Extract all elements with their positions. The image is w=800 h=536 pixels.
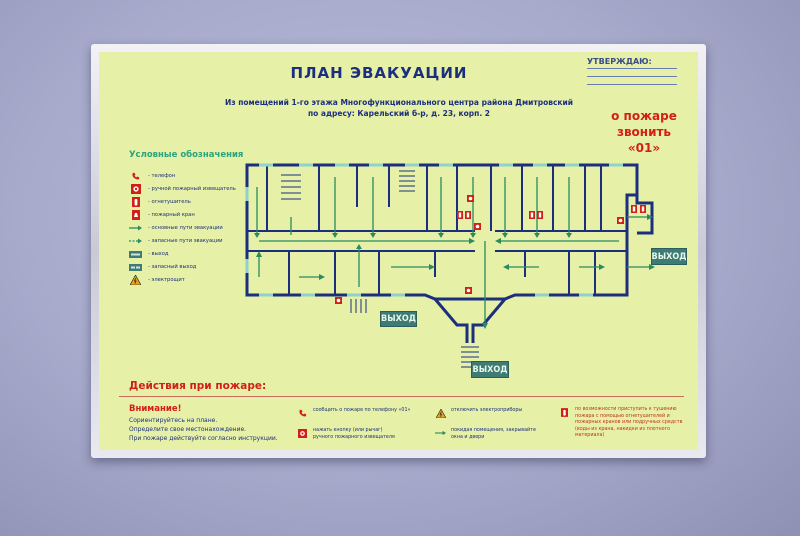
actions-title: Действия при пожаре: (129, 380, 267, 392)
extinguisher-icon (559, 407, 570, 417)
legend-label: - телефон (148, 173, 176, 179)
fire-alarm-icon (129, 184, 142, 194)
fire-alarm-icon (297, 428, 308, 438)
legend-item-extinguisher: - огнетушитель (129, 196, 191, 208)
action-item-close-doors: покидая помещения, закрывайте окна и две… (435, 428, 545, 441)
map-exit-badge-left: ВЫХОД (380, 311, 417, 327)
legend-title: Условные обозначения (129, 150, 244, 160)
legend-label: - запасный выход (148, 264, 197, 270)
legend-item-exit: - выход (129, 248, 169, 260)
subtitle-line-1: Из помещений 1-го этажа Многофункциональ… (224, 98, 574, 107)
legend-label: - запасные пути эвакуации (148, 238, 223, 244)
action-text: покидая помещения, закрывайте окна и две… (451, 428, 536, 440)
attention-line-3: При пожаре действуйте согласно инструкци… (129, 435, 278, 442)
map-extinguisher-icon-1 (457, 211, 463, 219)
staircase-center (399, 170, 415, 192)
legend-item-phone: - телефон (129, 170, 175, 182)
map-fire-alarm-icon-2 (467, 195, 474, 202)
attention-line-2: Определите свое местонахождение. (129, 426, 247, 433)
subtitle-line-2: по адресу: Карельский б-р, д. 23, корп. … (307, 109, 491, 118)
plan-title: ПЛАН ЭВАКУАЦИИ (290, 64, 468, 82)
legend-item-spare-route: - запасные пути эвакуации (129, 235, 222, 247)
staircase-bottom-left (350, 299, 367, 313)
legend-item-spare-exit: - запасный выход (129, 261, 196, 273)
phone-icon (129, 171, 142, 181)
map-exit-badge-right: ВЫХОД (651, 248, 687, 265)
main-route-arrow-icon (435, 428, 446, 438)
action-item-alarm: нажать кнопку (или рычаг) ручного пожарн… (297, 428, 397, 441)
map-extinguisher-icon-4 (537, 211, 543, 219)
plan-subtitle: Из помещений 1-го этажа Многофункциональ… (209, 97, 589, 119)
legend-label: - ручной пожарный извещатель (148, 186, 236, 192)
attention-line-1: Сориентируйтесь на плане. (129, 417, 218, 424)
approve-line-3 (587, 84, 677, 85)
attention-lines: Сориентируйтесь на плане. Определите сво… (129, 416, 278, 443)
approve-label: УТВЕРЖДАЮ: (587, 57, 652, 66)
action-text: нажать кнопку (или рычаг) ручного пожарн… (313, 428, 395, 440)
action-text: отключить электроприборы (451, 408, 523, 413)
legend-item-fire-hydrant: - пожарный кран (129, 209, 195, 221)
legend-label: - основные пути эвакуации (148, 225, 223, 231)
action-text: по возможности приступить к тушению пожа… (575, 407, 683, 438)
building-walls (245, 163, 654, 343)
legend-item-electric-panel: - электрощит (129, 274, 185, 286)
map-fire-alarm-icon-1 (474, 223, 481, 230)
action-text: сообщить о пожаре по телефону «01» (313, 408, 411, 413)
legend-label: - электрощит (148, 277, 185, 283)
fire-call-number: «01» (627, 141, 661, 155)
main-route-arrow-icon (129, 223, 142, 233)
map-extinguisher-icon-5 (631, 205, 637, 213)
fire-call-notice: о пожаре звонить «01» (594, 108, 694, 156)
map-extinguisher-icon-2 (465, 211, 471, 219)
evacuation-plan-sheet: ПЛАН ЭВАКУАЦИИ УТВЕРЖДАЮ: Из помещений 1… (99, 52, 698, 450)
phone-icon (297, 408, 308, 418)
electric-panel-icon (129, 275, 142, 285)
approve-line-1 (587, 68, 677, 69)
legend-item-main-route: - основные пути эвакуации (129, 222, 223, 234)
building-windows (245, 163, 623, 297)
attention-title: Внимание! (129, 404, 182, 414)
legend-label: - выход (148, 251, 169, 257)
fire-call-line-1: о пожаре (611, 109, 677, 123)
action-item-power-off: отключить электроприборы (435, 408, 545, 418)
map-exit-badge-bottom: ВЫХОД (471, 361, 509, 378)
approve-line-2 (587, 76, 677, 77)
legend-item-fire-alarm: - ручной пожарный извещатель (129, 183, 236, 195)
evacuation-routes (256, 177, 649, 323)
spare-exit-icon (129, 262, 142, 272)
map-fire-alarm-icon-5 (617, 217, 624, 224)
map-fire-alarm-icon-4 (335, 297, 342, 304)
exit-icon (129, 249, 142, 259)
route-arrowheads (254, 214, 655, 329)
staircase-left (281, 174, 301, 200)
floor-plan (245, 163, 655, 368)
fire-hydrant-icon (129, 210, 142, 220)
electric-panel-icon (435, 408, 446, 418)
spare-route-arrow-icon (129, 236, 142, 246)
action-item-call: сообщить о пожаре по телефону «01» (297, 408, 417, 418)
map-extinguisher-icon-6 (640, 205, 646, 213)
fire-call-line-2: звонить (616, 125, 672, 139)
actions-divider (119, 396, 684, 397)
extinguisher-icon (129, 197, 142, 207)
map-extinguisher-icon-3 (529, 211, 535, 219)
action-item-extinguish: по возможности приступить к тушению пожа… (559, 407, 687, 440)
map-fire-alarm-icon-3 (465, 287, 472, 294)
legend-label: - огнетушитель (148, 199, 191, 205)
legend-label: - пожарный кран (148, 212, 195, 218)
